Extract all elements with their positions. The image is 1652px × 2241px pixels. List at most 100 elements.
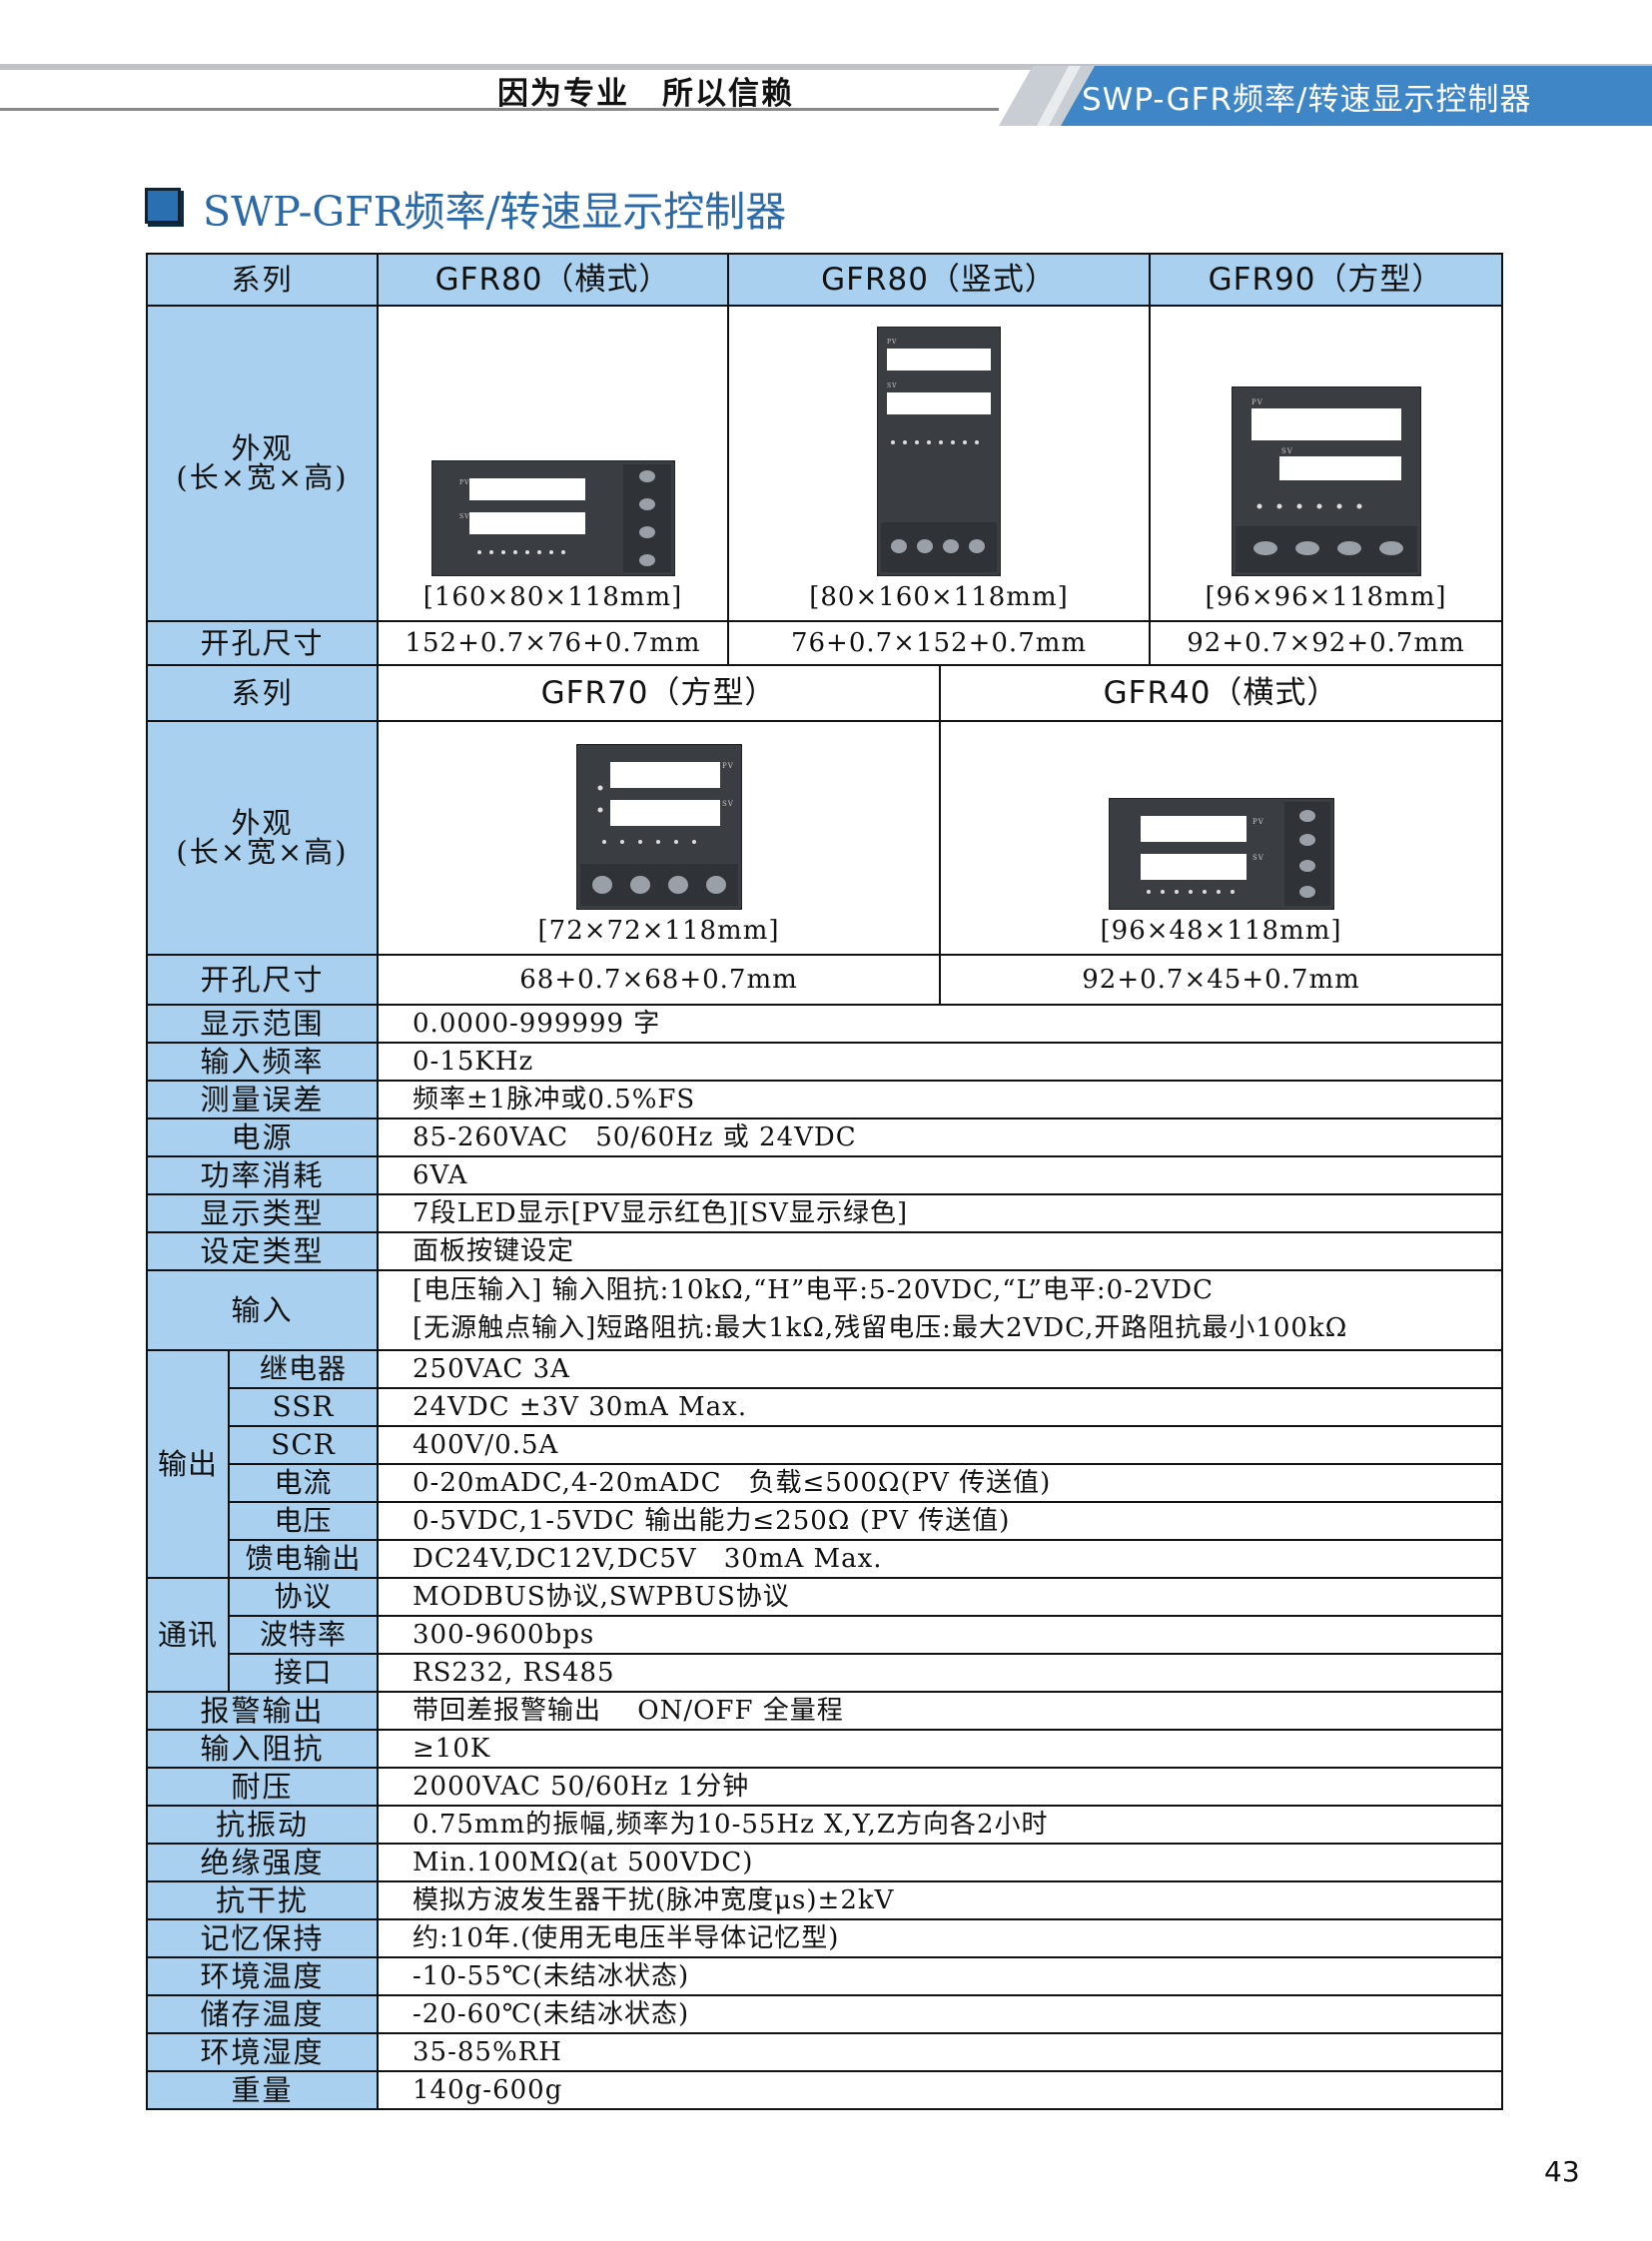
spec-label: 耐压 [145, 1767, 380, 1807]
model-size: [96×48×118mm] [1100, 916, 1342, 946]
spec-value: 0.75mm的振幅,频率为10-55Hz X,Y,Z方向各2小时 [377, 1805, 1504, 1845]
table-row: 通讯 协议 MODBUS协议,SWPBUS协议 [146, 1577, 1504, 1693]
spec-value: RS232, RS485 [377, 1653, 1504, 1693]
cutout-size: 152+0.7×76+0.7mm [377, 620, 730, 666]
banner-slogan: 因为专业 所以信赖 [497, 76, 794, 112]
spec-label: 储存温度 [145, 1994, 380, 2034]
spec-value: 300-9600bps [377, 1615, 1504, 1655]
controller-device-image: PV SV [430, 460, 675, 576]
model-size: [72×72×118mm] [537, 916, 780, 946]
pv-label: PV [722, 762, 734, 770]
spec-label: 重量 [145, 2070, 380, 2110]
table-row: 外观 (长×宽×高) PV SV [160×80×118mm] P [145, 305, 1504, 622]
spec-sub-label: 电流 [227, 1463, 380, 1503]
spec-label: 记忆保持 [145, 1918, 380, 1958]
table-row: 系列 GFR80（横式） GFR80（竖式） GFR90（方型） [145, 253, 1504, 307]
cutout-size: 92+0.7×92+0.7mm [1149, 620, 1504, 666]
model-name: GFR70（方型） [377, 664, 942, 722]
spec-value: 2000VAC 50/60Hz 1分钟 [377, 1767, 1504, 1807]
table-row: 环境温度-10-55℃(未结冰状态) [145, 1956, 1504, 1996]
controller-device-image: PV SV [877, 327, 1002, 576]
appearance-label: 外观 (长×宽×高) [145, 720, 380, 956]
table-row: 输入 [电压输入] 输入阻抗:10kΩ,“H”电平:5-20VDC,“L”电平:… [145, 1269, 1504, 1351]
spec-value: DC24V,DC12V,DC5V 30mA Max. [377, 1539, 1504, 1579]
device-photo-gfr80h: PV SV [160×80×118mm] [377, 305, 730, 622]
controller-device-image: PV SV [575, 744, 742, 910]
series-label: 系列 [145, 253, 380, 307]
spec-label: 绝缘强度 [145, 1843, 380, 1882]
spec-sub-label: SCR [227, 1425, 380, 1465]
spec-sub-label: 波特率 [227, 1615, 380, 1655]
comm-group-label: 通讯 [146, 1577, 230, 1693]
spec-value: 带回差报警输出 ON/OFF 全量程 [377, 1691, 1504, 1731]
spec-value: 35-85%RH [377, 2032, 1504, 2072]
sv-label: SV [459, 513, 469, 520]
spec-label: 功率消耗 [145, 1155, 380, 1195]
spec-label: 抗振动 [145, 1805, 380, 1845]
table-row: 输出 继电器 250VAC 3A [146, 1349, 1504, 1579]
spec-value: 频率±1脉冲或0.5%FS [377, 1080, 1504, 1120]
model-size: [160×80×118mm] [422, 582, 683, 612]
banner-tab [999, 66, 1652, 126]
spec-label: 测量误差 [145, 1080, 380, 1120]
sv-label: SV [722, 800, 734, 808]
pv-label: PV [887, 339, 897, 346]
model-name: GFR90（方型） [1149, 253, 1504, 307]
spec-sub-label: 接口 [227, 1653, 380, 1693]
spec-label: 输入频率 [145, 1042, 380, 1082]
table-row: 开孔尺寸 152+0.7×76+0.7mm 76+0.7×152+0.7mm 9… [145, 620, 1504, 666]
page-title: SWP-GFR频率/转速显示控制器 [203, 188, 787, 236]
sv-label: SV [1252, 854, 1264, 862]
spec-label: 环境温度 [145, 1956, 380, 1996]
cutout-label: 开孔尺寸 [145, 954, 380, 1006]
spec-value: -10-55℃(未结冰状态) [377, 1956, 1504, 1996]
spec-value: Min.100MΩ(at 500VDC) [377, 1843, 1504, 1882]
spec-value: 0.0000-999999 字 [377, 1004, 1504, 1044]
spec-value: 7段LED显示[PV显示红色][SV显示绿色] [377, 1193, 1504, 1233]
banner-rule [0, 64, 1652, 70]
device-photo-gfr90: PV SV [96×96×118mm] [1149, 305, 1504, 622]
spec-label: 电源 [145, 1118, 380, 1157]
table-row: 系列 GFR70（方型） GFR40（横式） [145, 664, 1504, 722]
spec-label: 抗干扰 [145, 1880, 380, 1920]
top-banner: 因为专业 所以信赖 SWP-GFR频率/转速显示控制器 [0, 64, 1652, 126]
model-name: GFR40（横式） [939, 664, 1504, 722]
spec-value: -20-60℃(未结冰状态) [377, 1994, 1504, 2034]
sv-label: SV [887, 382, 897, 389]
model-size: [96×96×118mm] [1205, 582, 1447, 612]
table-row: 设定类型面板按键设定 [145, 1231, 1504, 1271]
appearance-label-line: 外观 [231, 431, 294, 465]
spec-sub-label: 电压 [227, 1501, 380, 1541]
page-number: 43 [1544, 2155, 1580, 2188]
series-label: 系列 [145, 664, 380, 722]
table-row: 开孔尺寸 68+0.7×68+0.7mm 92+0.7×45+0.7mm [145, 954, 1504, 1006]
spec-value: 约:10年.(使用无电压半导体记忆型) [377, 1918, 1504, 1958]
controller-device-image: PV SV [1108, 798, 1334, 910]
spec-label: 显示类型 [145, 1193, 380, 1233]
spec-value: [电压输入] 输入阻抗:10kΩ,“H”电平:5-20VDC,“L”电平:0-2… [377, 1269, 1504, 1351]
banner-product-title: SWP-GFR频率/转速显示控制器 [1082, 82, 1532, 118]
appearance-label-line: (长×宽×高) [176, 835, 349, 869]
spec-sub-label: 继电器 [227, 1349, 380, 1389]
spec-sub-label: SSR [227, 1387, 380, 1427]
output-group-label: 输出 [146, 1349, 230, 1579]
model-name: GFR80（竖式） [727, 253, 1152, 307]
spec-value: 模拟方波发生器干扰(脉冲宽度μs)±2kV [377, 1880, 1504, 1920]
spec-value: 24VDC ±3V 30mA Max. [377, 1387, 1504, 1427]
spec-label: 报警输出 [145, 1691, 380, 1731]
appearance-label-line: 外观 [231, 806, 294, 840]
spec-sub-label: 馈电输出 [227, 1539, 380, 1579]
device-photo-gfr80v: PV SV [80×160×118mm] [727, 305, 1152, 622]
spec-value: ≥10K [377, 1729, 1504, 1769]
